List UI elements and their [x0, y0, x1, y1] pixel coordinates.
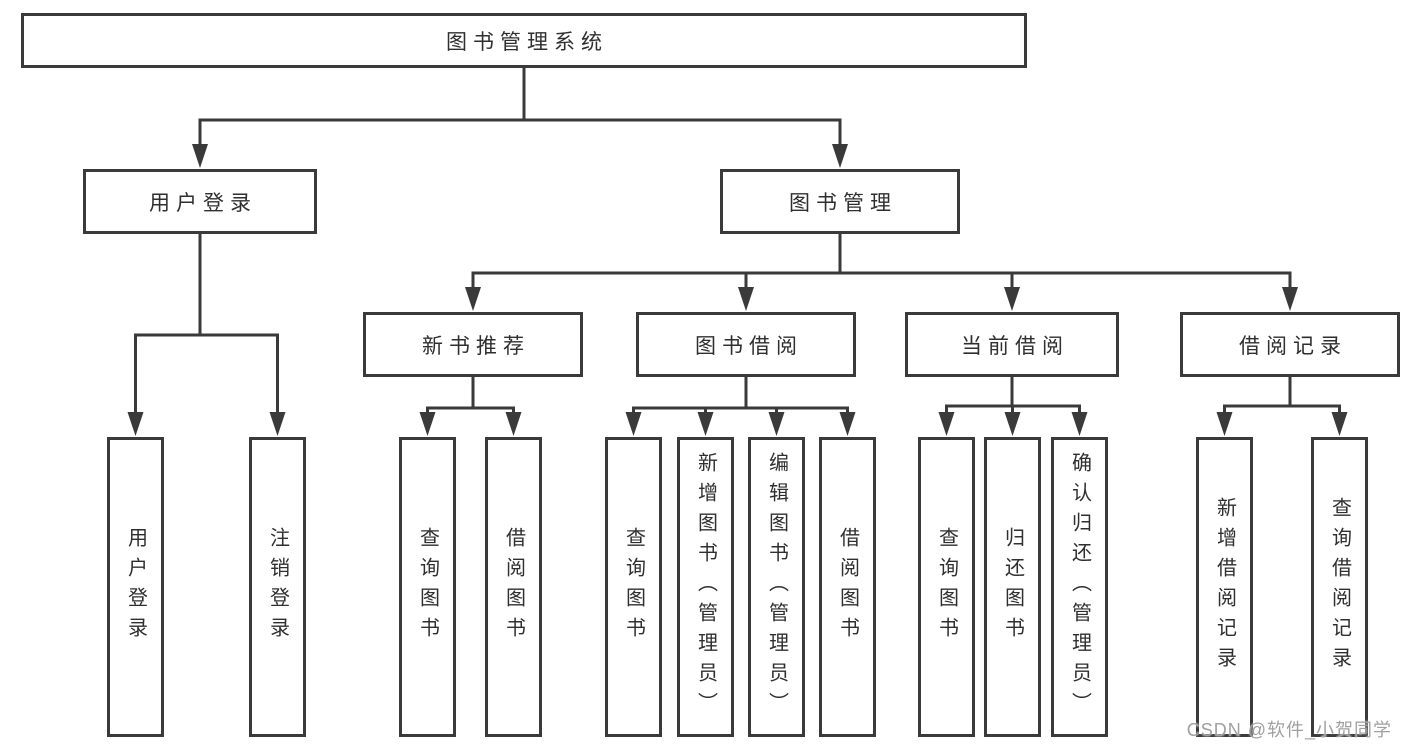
node-label: 确认归还（管理员） — [1068, 452, 1091, 722]
node-label: 当前借阅 — [961, 334, 1069, 358]
connector-borrow-records-to-leaves — [1216, 377, 1348, 436]
node-confirm-return-admin: 确认归还（管理员） — [1051, 437, 1108, 737]
node-label: 注销登录 — [266, 527, 289, 647]
node-user-login-action: 用户登录 — [107, 437, 164, 737]
node-book-management: 图书管理 — [720, 169, 960, 234]
node-query-borrow-record: 查询借阅记录 — [1311, 437, 1368, 737]
node-recommend-query-books: 查询图书 — [399, 437, 456, 737]
node-label: 用户登录 — [149, 191, 257, 215]
connector-root-to-level2 — [192, 68, 848, 168]
node-label: 归还图书 — [1001, 527, 1024, 647]
node-label: 新书推荐 — [422, 334, 530, 358]
node-label: 查询图书 — [416, 527, 439, 647]
node-logout-action: 注销登录 — [249, 437, 306, 737]
node-label: 编辑图书（管理员） — [765, 452, 788, 722]
connector-current-borrow-to-leaves — [938, 377, 1088, 436]
node-label: 借阅图书 — [836, 527, 859, 647]
node-label: 查询借阅记录 — [1328, 497, 1351, 677]
node-root: 图书管理系统 — [21, 13, 1027, 68]
connector-new-book-recommend-to-leaves — [419, 377, 522, 436]
node-borrow-query-books: 查询图书 — [605, 437, 662, 737]
node-book-borrow: 图书借阅 — [636, 312, 856, 377]
node-label: 查询图书 — [935, 527, 958, 647]
node-recommend-borrow-books: 借阅图书 — [485, 437, 542, 737]
node-current-borrow: 当前借阅 — [905, 312, 1119, 377]
node-label: 新增图书（管理员） — [694, 452, 717, 722]
node-label: 借阅记录 — [1239, 334, 1347, 358]
node-edit-books-admin: 编辑图书（管理员） — [748, 437, 805, 737]
node-label: 图书管理系统 — [446, 30, 608, 54]
connector-user-login-to-leaves — [127, 233, 286, 436]
node-label: 图书借阅 — [695, 334, 803, 358]
node-new-book-recommend: 新书推荐 — [363, 312, 583, 377]
node-return-books: 归还图书 — [984, 437, 1041, 737]
node-label: 用户登录 — [124, 527, 147, 647]
node-label: 查询图书 — [622, 527, 645, 647]
node-borrow-records: 借阅记录 — [1180, 312, 1400, 377]
node-label: 新增借阅记录 — [1213, 497, 1236, 677]
node-borrow-borrow-books: 借阅图书 — [819, 437, 876, 737]
node-add-books-admin: 新增图书（管理员） — [677, 437, 734, 737]
connector-book-management-to-level3 — [465, 233, 1298, 311]
node-label: 图书管理 — [789, 191, 897, 215]
node-label: 借阅图书 — [502, 527, 525, 647]
connector-book-borrow-to-leaves — [625, 377, 856, 436]
node-add-borrow-record: 新增借阅记录 — [1196, 437, 1253, 737]
node-current-query-books: 查询图书 — [918, 437, 975, 737]
node-user-login: 用户登录 — [83, 169, 317, 234]
csdn-watermark: CSDN @软件_小贺同学 — [1186, 720, 1392, 740]
